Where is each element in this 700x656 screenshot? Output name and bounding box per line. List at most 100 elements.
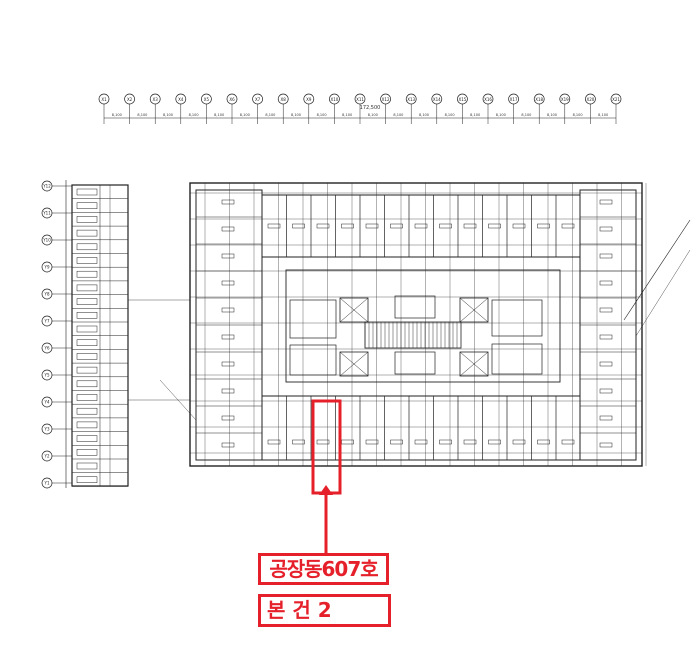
grid-marker-label: X16: [484, 97, 492, 102]
unit-number-label: 공장동607호: [258, 553, 389, 585]
dimension-tick: 8,100: [163, 113, 173, 117]
grid-marker-label: X7: [255, 97, 261, 102]
annex-room-tag: [76, 257, 98, 264]
unit-607-highlight-box: [311, 399, 342, 495]
grid-marker-label: X4: [178, 97, 184, 102]
unit-tag: [463, 223, 477, 229]
shaft-x: [339, 351, 369, 377]
grid-marker-label: X9: [306, 97, 312, 102]
grid-marker-label: X10: [330, 97, 338, 102]
unit-tag: [292, 439, 305, 445]
shaft: [339, 351, 369, 377]
core-room: [394, 351, 436, 375]
core-room: [289, 299, 337, 339]
leader: [159, 379, 197, 421]
shaft: [339, 297, 369, 323]
ramp-line: [635, 249, 691, 337]
unit-tag: [537, 223, 550, 229]
annex-room-tag: [76, 421, 98, 429]
grid-marker-label: X12: [382, 97, 390, 102]
grid-marker-label: X11: [356, 97, 364, 102]
unit-tag: [292, 223, 305, 229]
annex-room-tag: [76, 339, 98, 346]
annex-room-tag: [76, 298, 98, 305]
annex-room-tag: [76, 325, 98, 333]
dimension-tick: 8,100: [214, 113, 224, 117]
pointer-arrow-head: [319, 485, 333, 495]
annex-room-tag: [76, 284, 98, 292]
dimension-tick: 8,100: [419, 113, 429, 117]
dimension-tick: 8,100: [189, 113, 199, 117]
shaft: [459, 351, 489, 377]
shaft-x: [459, 351, 489, 377]
grid-marker-label: X21: [612, 97, 620, 102]
floor-plan-lines: [65, 117, 691, 488]
annex-room-tag: [76, 229, 98, 237]
annex-room-tag: [76, 353, 98, 360]
unit-tag: [390, 223, 403, 229]
dimension-tick: 8,100: [521, 113, 531, 117]
unit-tag: [341, 439, 354, 445]
unit-tag: [221, 388, 235, 394]
annex-room-tag: [76, 407, 98, 415]
grid-marker-label: Y5: [44, 373, 50, 378]
grid-marker-label: Y8: [44, 292, 50, 297]
annex-room-tag: [76, 462, 98, 470]
unit-tag: [599, 199, 613, 205]
unit-tag: [599, 334, 613, 340]
annex-room-tag: [76, 394, 98, 401]
core-room: [394, 295, 436, 319]
grid-marker-label: Y10: [42, 238, 51, 243]
annex-room-tag: [76, 216, 98, 223]
annex-room-tag: [76, 449, 98, 456]
grid-marker-label: X19: [561, 97, 569, 102]
grid-marker-label: X5: [204, 97, 210, 102]
dimension-tick: 8,100: [573, 113, 583, 117]
unit-tag: [414, 223, 428, 229]
unit-tag: [221, 307, 235, 313]
core-room: [491, 343, 543, 375]
unit-tag: [221, 280, 235, 286]
unit-tag: [221, 415, 235, 421]
stair-core: [364, 321, 462, 349]
unit-tag: [221, 199, 235, 205]
unit-tag: [267, 223, 281, 229]
dimension-tick: 8,100: [265, 113, 275, 117]
shaft-x: [459, 297, 489, 323]
grid-marker-label: X2: [127, 97, 133, 102]
north-unit-band: [261, 194, 581, 258]
dimension-tick: 8,100: [112, 113, 122, 117]
unit-tag: [599, 226, 613, 232]
grid-marker-label: Y7: [44, 319, 50, 324]
dimension-tick: 8,100: [445, 113, 455, 117]
unit-tag: [561, 223, 575, 229]
dimension-tick: 8,100: [291, 113, 301, 117]
unit-tag: [365, 439, 379, 445]
unit-tag: [341, 223, 354, 229]
dimension-tick: 8,100: [496, 113, 506, 117]
unit-tag: [599, 307, 613, 313]
dimension-tick: 8,100: [470, 113, 480, 117]
grid-marker-label: X13: [407, 97, 415, 102]
annex-room-tag: [76, 270, 98, 278]
unit-tag: [599, 388, 613, 394]
core-block: [285, 269, 561, 383]
unit-tag: [599, 253, 613, 259]
grid-marker-label: Y6: [44, 346, 50, 351]
annex-room-tag: [76, 312, 98, 319]
dimension-tick: 8,100: [342, 113, 352, 117]
annex-room-tag: [76, 476, 98, 483]
grid-marker-label: Y2: [44, 454, 50, 459]
unit-tag: [221, 253, 235, 259]
unit-tag: [316, 439, 330, 445]
dimension-tick: 8,100: [368, 113, 378, 117]
core-corridor: [261, 256, 581, 397]
subject-note-label: 본 건 2: [258, 594, 391, 627]
dimension-tick: 8,100: [137, 113, 147, 117]
dimension-tick: 8,100: [240, 113, 250, 117]
unit-tag: [599, 442, 613, 448]
unit-tag: [439, 439, 452, 445]
unit-tag: [463, 439, 477, 445]
